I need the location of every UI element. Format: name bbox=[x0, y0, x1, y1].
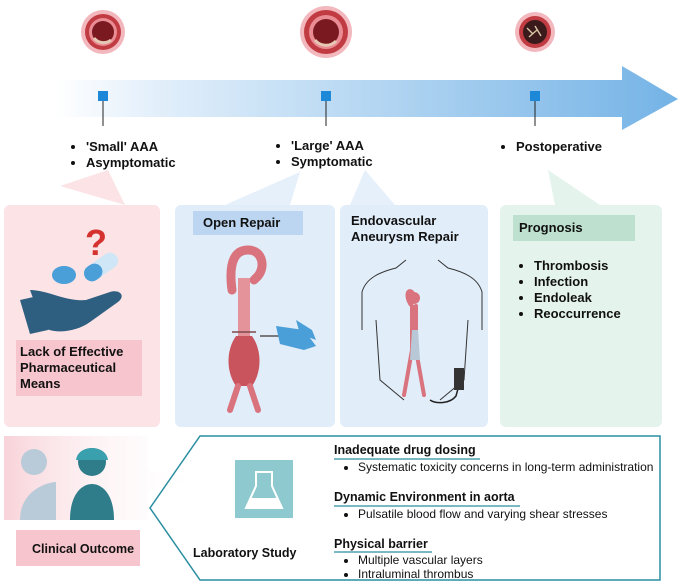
timeline-arrow bbox=[55, 66, 678, 130]
challenge-item: Systematic toxicity concerns in long-ter… bbox=[358, 460, 658, 474]
stage-bullet: 'Large' AAA bbox=[291, 138, 373, 154]
pharma-label-box bbox=[16, 340, 142, 396]
challenge-title-dynamic: Dynamic Environment in aorta bbox=[334, 490, 515, 504]
callout-pointer-evar bbox=[350, 170, 395, 205]
prognosis-item: Infection bbox=[534, 274, 621, 290]
pharma-label: Lack of Effective Pharmaceutical Means bbox=[20, 344, 124, 391]
challenge-list-barrier: Multiple vascular layers Intraluminal th… bbox=[342, 553, 658, 581]
clinical-outcome-label: Clinical Outcome bbox=[32, 542, 135, 556]
clinician-icon bbox=[20, 448, 114, 520]
panel-open-repair-bg bbox=[175, 205, 335, 427]
open-repair-label: Open Repair bbox=[203, 215, 281, 230]
stage-bullet: Symptomatic bbox=[291, 154, 373, 170]
aorta-large-icon bbox=[300, 6, 352, 58]
challenge-title-barrier: Physical barrier bbox=[334, 537, 428, 551]
stage-small-bullets: 'Small' AAA Asymptomatic bbox=[70, 139, 176, 171]
laboratory-outline bbox=[149, 435, 661, 581]
pills-icon bbox=[52, 252, 119, 284]
stage-postoperative-bullets: Postoperative bbox=[500, 139, 602, 155]
prognosis-item: Thrombosis bbox=[534, 258, 621, 274]
panel-prognosis-bg bbox=[500, 205, 662, 427]
laboratory-study-label: Laboratory Study bbox=[193, 546, 297, 560]
challenge-item: Multiple vascular layers bbox=[358, 553, 658, 567]
open-repair-illustration bbox=[226, 245, 316, 413]
evar-label: Endovascular Aneurysm Repair bbox=[351, 213, 459, 244]
callout-pointer-open bbox=[225, 172, 300, 205]
callout-pointer-pharma bbox=[60, 170, 125, 205]
evar-illustration bbox=[361, 259, 483, 404]
open-repair-label-box bbox=[193, 211, 303, 235]
challenge-list-dynamic: Pulsatile blood flow and varying shear s… bbox=[342, 507, 658, 521]
prognosis-item: Reoccurrence bbox=[534, 306, 621, 322]
timeline-markers bbox=[98, 91, 540, 126]
prognosis-label-box bbox=[513, 215, 635, 241]
callout-pointer-prognosis bbox=[548, 170, 600, 205]
prognosis-label: Prognosis bbox=[519, 220, 583, 235]
stage-bullet: Asymptomatic bbox=[86, 155, 176, 171]
challenge-item: Pulsatile blood flow and varying shear s… bbox=[358, 507, 658, 521]
challenge-item: Intraluminal thrombus bbox=[358, 567, 658, 581]
svg-text:?: ? bbox=[85, 222, 107, 263]
stage-bullet: Postoperative bbox=[516, 139, 602, 155]
flask-icon bbox=[235, 460, 293, 518]
prognosis-list: Thrombosis Infection Endoleak Reoccurren… bbox=[518, 258, 621, 322]
aorta-postoperative-icon bbox=[515, 12, 555, 52]
question-mark-icon: ? bbox=[85, 222, 107, 263]
challenge-title-dosing: Inadequate drug dosing bbox=[334, 443, 476, 457]
clinical-outcome-label-box bbox=[16, 530, 140, 566]
challenge-list-dosing: Systematic toxicity concerns in long-ter… bbox=[342, 460, 658, 474]
aorta-small-icon bbox=[81, 10, 125, 54]
hand-icon bbox=[20, 290, 122, 334]
stage-bullet: 'Small' AAA bbox=[86, 139, 176, 155]
prognosis-item: Endoleak bbox=[534, 290, 621, 306]
stage-large-bullets: 'Large' AAA Symptomatic bbox=[275, 138, 373, 170]
